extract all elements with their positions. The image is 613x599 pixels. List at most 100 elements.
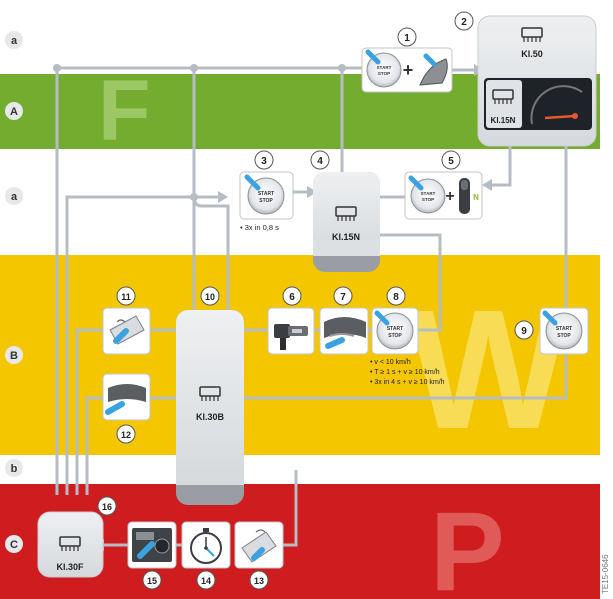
marker-11: 11 bbox=[116, 286, 136, 306]
kl15n-center-label: Kl.15N bbox=[332, 232, 360, 242]
band-yellow bbox=[0, 255, 600, 455]
svg-text:9: 9 bbox=[521, 326, 527, 337]
svg-text:STOP: STOP bbox=[259, 198, 273, 204]
svg-text:4: 4 bbox=[317, 156, 323, 167]
note-speed-below-10: • v < 10 km/h bbox=[370, 359, 411, 366]
svg-text:15: 15 bbox=[147, 576, 157, 586]
junction-dot bbox=[53, 64, 61, 72]
kl50-instrument-box: Kl.50 Kl.15N bbox=[477, 15, 597, 147]
svg-text:8: 8 bbox=[393, 292, 399, 303]
marker-14: 14 bbox=[196, 570, 216, 590]
terminal-icon bbox=[521, 27, 543, 42]
item-3-start-stop-3x: START STOP • 3x in 0,8 s bbox=[239, 171, 294, 232]
svg-text:STOP: STOP bbox=[422, 197, 434, 202]
note-t-1s-speed: • T ≥ 1 s + v ≥ 10 km/h bbox=[370, 369, 440, 376]
item-15-dashboard bbox=[127, 521, 177, 569]
kl30b-terminal-box: Kl.30B bbox=[176, 310, 244, 505]
svg-text:STOP: STOP bbox=[388, 333, 402, 339]
start-stop-button-icon: START STOP bbox=[244, 174, 285, 215]
start-stop-button-icon: START STOP bbox=[408, 175, 446, 214]
remote-key-icon bbox=[109, 315, 145, 345]
row-label-a-top: a bbox=[11, 35, 18, 47]
junction-dot bbox=[338, 64, 346, 72]
kl30f-terminal-box: Kl.30F bbox=[37, 511, 104, 578]
svg-text:1: 1 bbox=[404, 33, 410, 44]
item-12-door-handle bbox=[102, 373, 151, 421]
seatbelt-buckle-icon bbox=[274, 324, 308, 350]
row-label-a-mid: a bbox=[11, 191, 18, 203]
kl30b-label: Kl.30B bbox=[196, 412, 225, 422]
marker-2: 2 bbox=[454, 11, 474, 31]
stopwatch-icon bbox=[190, 528, 222, 564]
svg-text:12: 12 bbox=[121, 430, 131, 440]
item-1-start-plus-brake: START STOP + bbox=[361, 47, 453, 93]
terminal-icon bbox=[199, 386, 221, 401]
svg-text:START: START bbox=[258, 191, 274, 197]
svg-text:11: 11 bbox=[121, 292, 131, 302]
kl50-label: Kl.50 bbox=[521, 49, 543, 59]
tachometer-icon bbox=[530, 85, 583, 125]
item-11-remote-key bbox=[102, 307, 151, 355]
item-7-door bbox=[319, 307, 369, 355]
terminal-icon bbox=[335, 206, 357, 221]
svg-text:16: 16 bbox=[102, 502, 112, 512]
brake-pedal-icon bbox=[419, 53, 448, 86]
kl15n-terminal-box: Kl.15N bbox=[313, 172, 380, 272]
marker-13: 13 bbox=[249, 570, 269, 590]
item-8-start-stop-conditions: START STOP • v < 10 km/h • T ≥ 1 s + v ≥… bbox=[370, 307, 445, 386]
kl15n-top-label: Kl.15N bbox=[491, 116, 516, 125]
svg-text:5: 5 bbox=[448, 156, 454, 167]
marker-12: 12 bbox=[116, 424, 136, 444]
item-6-seatbelt bbox=[267, 307, 315, 355]
marker-10: 10 bbox=[200, 286, 220, 306]
terminal-icon bbox=[59, 536, 81, 551]
svg-text:10: 10 bbox=[205, 292, 215, 302]
row-labels: a A a B b C bbox=[5, 31, 23, 553]
marker-4: 4 bbox=[310, 150, 330, 170]
row-label-B: B bbox=[10, 350, 18, 362]
arrow-head bbox=[307, 186, 317, 198]
door-handle-icon bbox=[105, 384, 146, 415]
kl30f-label: Kl.30F bbox=[56, 562, 84, 572]
terminal-icon bbox=[492, 89, 514, 104]
svg-text:STOP: STOP bbox=[378, 71, 390, 76]
marker-7: 7 bbox=[333, 286, 353, 306]
big-letter-f: F bbox=[98, 63, 151, 159]
marker-1: 1 bbox=[397, 27, 417, 47]
start-stop-button-icon: START STOP bbox=[365, 49, 402, 88]
remote-key-icon bbox=[241, 529, 277, 563]
plus-sign: + bbox=[403, 60, 414, 80]
svg-text:14: 14 bbox=[201, 576, 211, 586]
gear-selector-icon bbox=[459, 178, 470, 214]
markers: 1 2 3 4 5 6 7 8 9 10 11 12 13 14 15 16 bbox=[97, 11, 534, 590]
marker-3: 3 bbox=[254, 150, 274, 170]
svg-text:STOP: STOP bbox=[557, 333, 571, 339]
svg-text:6: 6 bbox=[289, 292, 295, 303]
svg-text:3: 3 bbox=[261, 156, 267, 167]
marker-15: 15 bbox=[142, 570, 162, 590]
svg-text:7: 7 bbox=[340, 292, 346, 303]
figure-code: TE15-0646 bbox=[601, 554, 610, 594]
row-label-b: b bbox=[11, 463, 18, 475]
junction-dot bbox=[190, 64, 198, 72]
start-stop-button-icon: START STOP bbox=[374, 310, 414, 350]
note-3x-0-8s: • 3x in 0,8 s bbox=[240, 223, 279, 232]
plus-sign: + bbox=[445, 188, 454, 205]
item-9-start-stop: START STOP bbox=[539, 307, 589, 355]
big-letter-p: P bbox=[430, 489, 505, 599]
item-5-start-plus-key: START STOP + N bbox=[404, 171, 483, 220]
marker-16: 16 bbox=[97, 496, 117, 516]
svg-text:START: START bbox=[556, 326, 572, 332]
arrow-head bbox=[482, 179, 492, 191]
item-13-remote-key bbox=[234, 521, 284, 569]
svg-text:2: 2 bbox=[461, 17, 467, 28]
dashboard-icon bbox=[132, 528, 172, 562]
marker-6: 6 bbox=[282, 286, 302, 306]
row-label-A: A bbox=[10, 106, 18, 118]
svg-text:START: START bbox=[421, 191, 436, 196]
marker-9: 9 bbox=[514, 320, 534, 340]
gear-n-label: N bbox=[473, 193, 479, 202]
svg-text:13: 13 bbox=[254, 576, 264, 586]
note-3x-4s-speed: • 3x in 4 s + v ≥ 10 km/h bbox=[370, 379, 445, 386]
